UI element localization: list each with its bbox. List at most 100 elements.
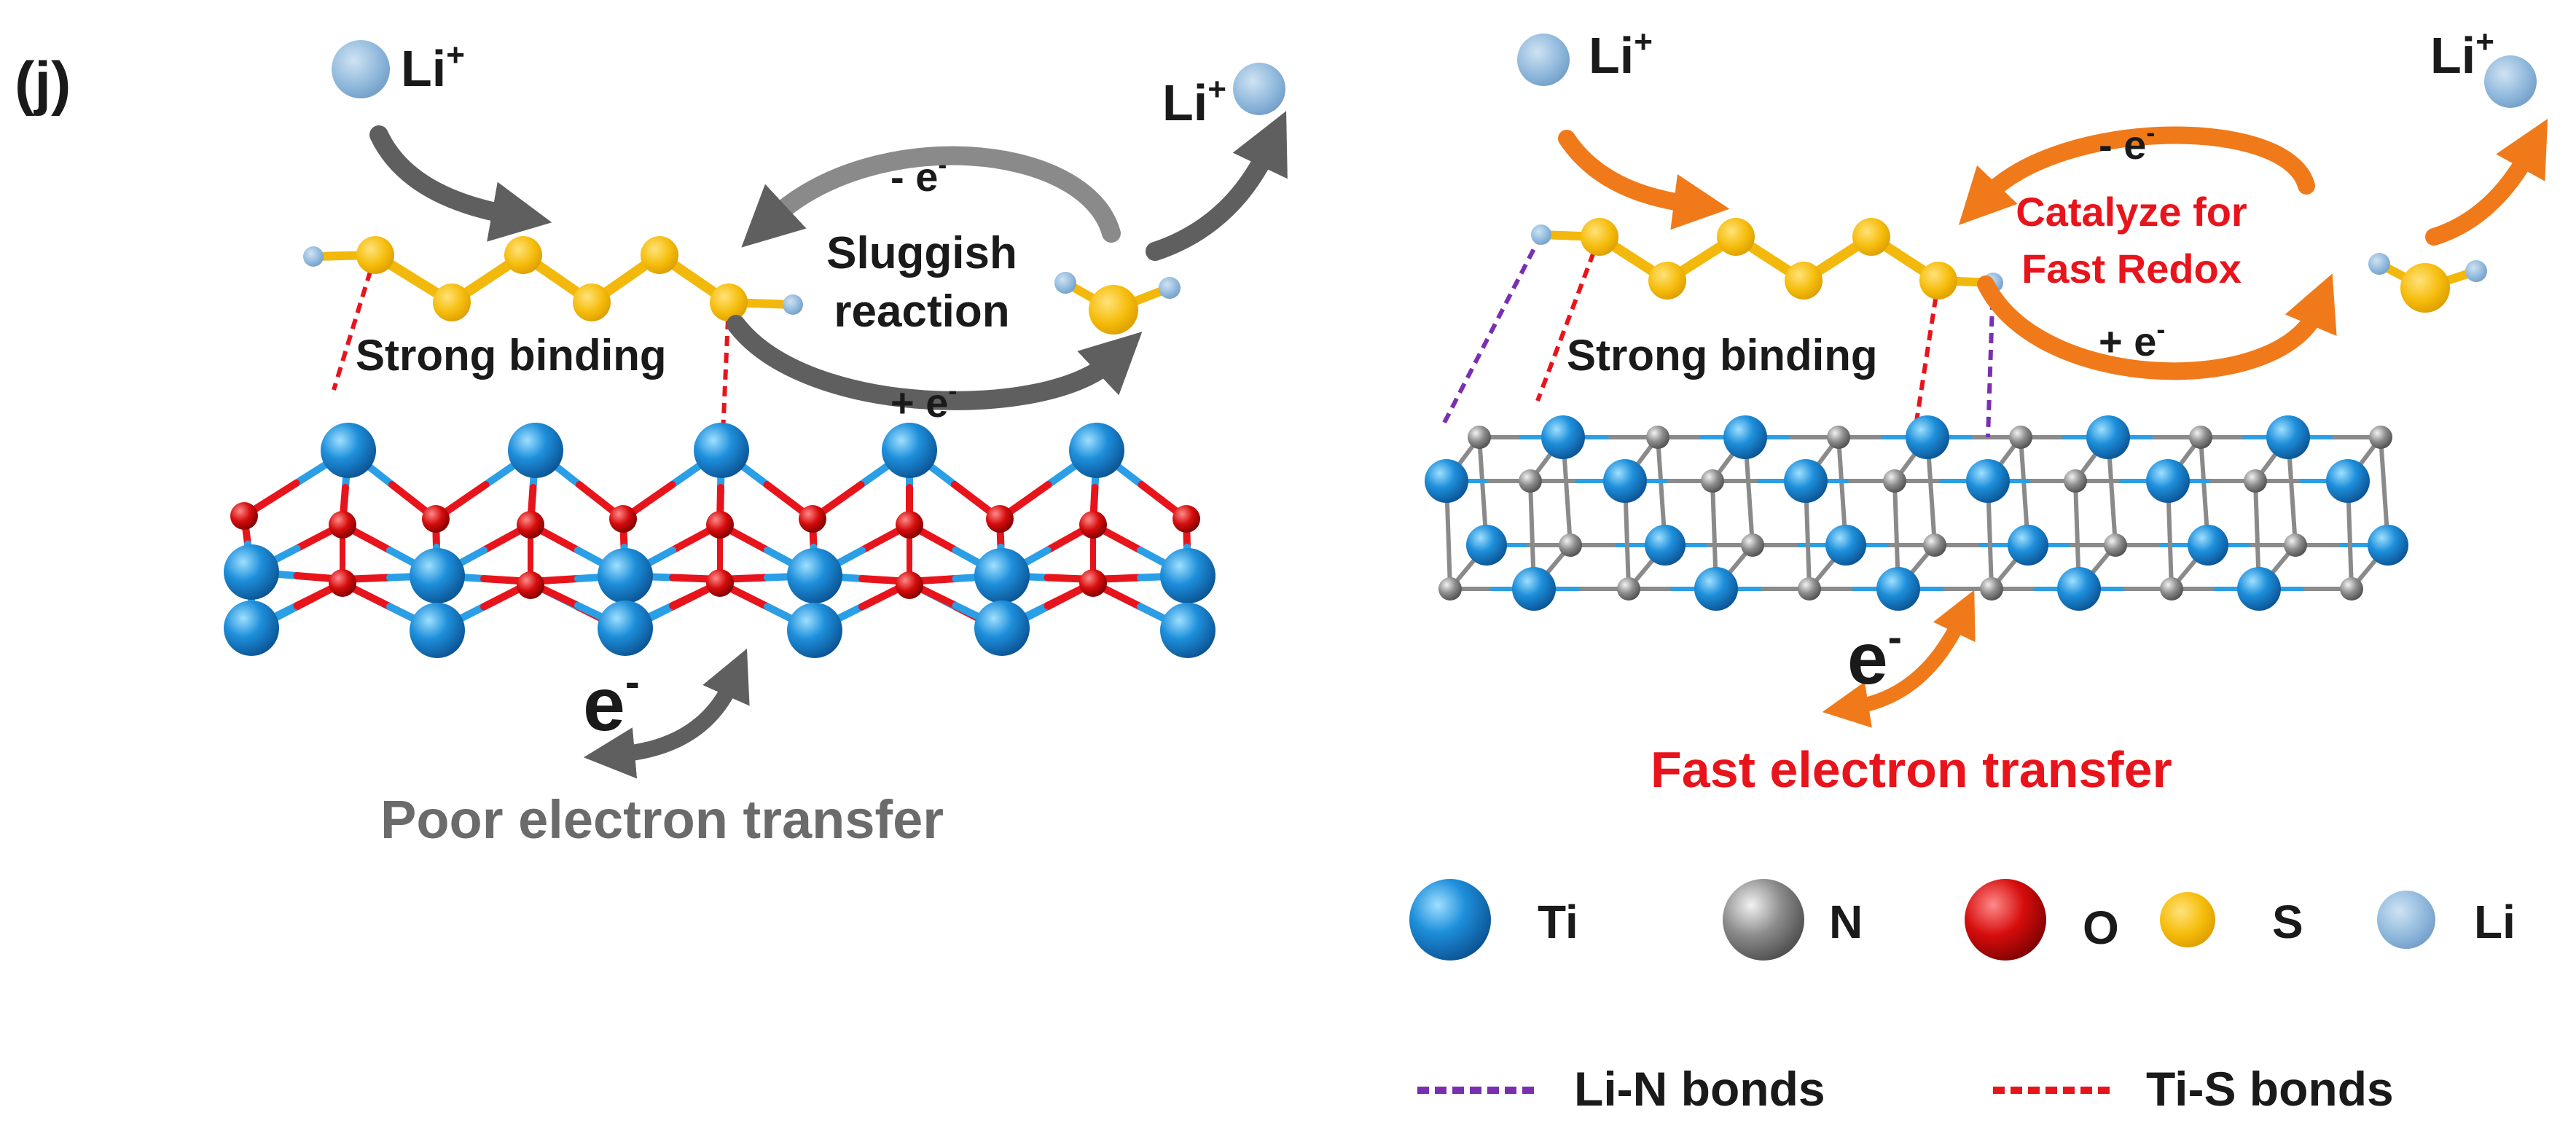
ti-s-bond-line	[1914, 280, 1941, 422]
s-atom	[1785, 262, 1823, 300]
s-atom	[1581, 218, 1618, 256]
ti-s-bond-line	[332, 254, 377, 391]
legend-s-swatch	[2160, 892, 2215, 947]
ti-atom	[598, 548, 653, 603]
li-atom	[2368, 253, 2390, 275]
ti-atom	[694, 423, 749, 478]
n-atom	[2104, 533, 2127, 557]
n-atom	[2160, 577, 2183, 601]
s-atom	[504, 236, 542, 274]
n-atom	[2244, 469, 2267, 493]
o-atom	[329, 569, 356, 597]
li-in-arrow-right	[1558, 130, 1730, 230]
svg-text:e-: e-	[1847, 614, 1902, 700]
legend-o-swatch	[1965, 879, 2046, 961]
s-atom	[1648, 262, 1686, 300]
left-electron-label: e-	[583, 657, 640, 747]
ti-atom	[1160, 603, 1215, 658]
n-atom	[1798, 577, 1821, 601]
ti-atom	[1825, 525, 1866, 566]
s-atom	[2400, 263, 2450, 313]
o-atom	[609, 505, 637, 533]
li-charge: +	[446, 37, 465, 73]
oxidation-arrow-right	[1958, 126, 2315, 225]
ti-atom	[410, 603, 465, 658]
s-atom	[641, 236, 678, 274]
ti-atom	[787, 548, 842, 603]
legend-li-swatch	[2377, 891, 2435, 949]
o-atom	[517, 511, 544, 539]
left-transfer-label: Poor electron transfer	[380, 789, 944, 850]
ti-atom	[1723, 415, 1767, 459]
n-atom	[1646, 426, 1669, 449]
electron-arrow-left	[583, 648, 750, 779]
right-plus-e: + e-	[2099, 314, 2165, 364]
left-arrows	[369, 111, 1288, 779]
o-atom	[230, 502, 258, 530]
svg-text:e-: e-	[583, 657, 640, 747]
svg-text:- e-: - e-	[2099, 117, 2155, 168]
s-atom	[1852, 218, 1890, 256]
li-charge: +	[1634, 24, 1653, 60]
li-label-left-out: Li+	[1162, 71, 1226, 131]
svg-text:Li+: Li+	[401, 37, 465, 97]
left-minus-e: - e-	[890, 149, 947, 200]
ti-atom	[2086, 415, 2130, 459]
li-charge: +	[1207, 71, 1226, 107]
o-atom	[329, 511, 356, 539]
s-atom	[573, 283, 611, 321]
svg-text:+ e-: + e-	[890, 375, 957, 426]
li-symbol: Li	[2430, 27, 2475, 84]
ti-atom	[1512, 567, 1556, 611]
ti-atom	[787, 603, 842, 658]
li-symbol: Li	[1589, 27, 1634, 84]
legend: Ti N O S Li Li-N bonds Ti-S bonds	[1409, 879, 2516, 1116]
n-atom	[1519, 469, 1542, 493]
ti-atom	[598, 601, 653, 656]
s-atom	[1089, 285, 1138, 335]
ti-atom	[2057, 567, 2101, 611]
ti-atom	[882, 423, 937, 478]
o-atom	[706, 511, 734, 539]
ti-atom	[974, 548, 1030, 603]
li-symbol: Li	[1162, 74, 1207, 131]
ti-atom	[1160, 548, 1215, 603]
electron-arrow-right	[1822, 590, 1976, 728]
ti-atom	[224, 601, 279, 656]
li-label-right-in: Li+	[1589, 24, 1653, 84]
o-atom	[1079, 511, 1107, 539]
n-atom	[2009, 426, 2032, 449]
ti-atom	[1603, 459, 1647, 503]
right-catalyze-line2: Fast Redox	[2021, 246, 2242, 292]
legend-n-label: N	[1829, 896, 1863, 948]
ti-atom	[1069, 423, 1124, 478]
legend-tis-label: Ti-S bonds	[2146, 1062, 2394, 1116]
n-atom	[1701, 469, 1724, 493]
n-atom	[1468, 426, 1491, 449]
o-atom	[422, 505, 450, 533]
ti-atom	[508, 423, 563, 478]
legend-s-label: S	[2272, 896, 2303, 948]
ti-atom	[1425, 459, 1468, 503]
svg-text:Li+: Li+	[2430, 24, 2494, 84]
left-reaction-line2: reaction	[834, 286, 1009, 337]
ti-atom	[1694, 567, 1738, 611]
n-atom	[1741, 533, 1764, 557]
o-atom	[1079, 569, 1107, 597]
ti-atom	[1541, 415, 1585, 459]
ti-atom	[974, 601, 1030, 656]
li-atom	[2465, 260, 2487, 282]
ti-atom	[1466, 525, 1507, 566]
o-atom	[896, 571, 923, 599]
li-charge: +	[2475, 24, 2494, 60]
o-atom	[799, 505, 826, 533]
right-electron-label: e-	[1847, 614, 1902, 700]
li-atom	[1159, 277, 1181, 299]
n-atom	[1883, 469, 1906, 493]
o-atom	[986, 505, 1014, 533]
ti-atom	[2237, 567, 2281, 611]
s-atom	[710, 283, 748, 321]
ti-atom	[2008, 525, 2048, 566]
li-atom	[783, 294, 803, 315]
right-minus-e: - e-	[2099, 117, 2155, 168]
